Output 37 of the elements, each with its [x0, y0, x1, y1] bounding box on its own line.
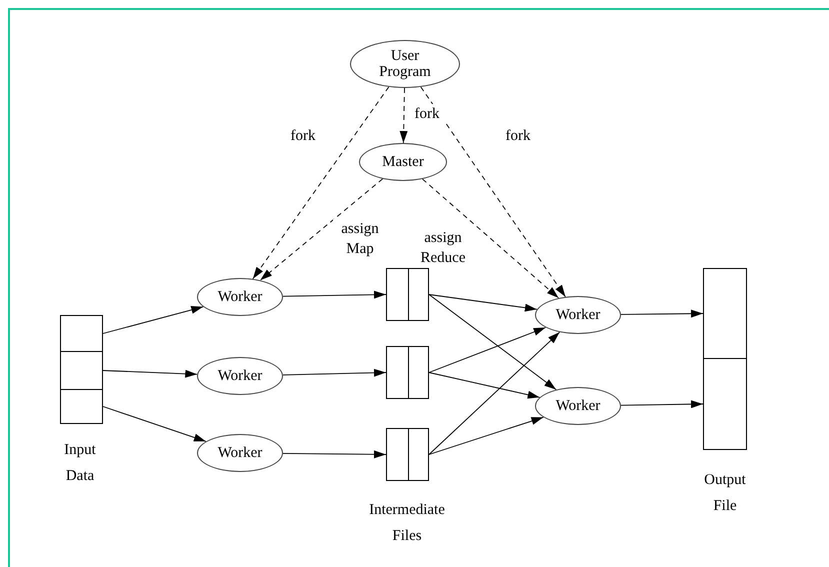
caption-text: Output File [703, 471, 747, 516]
worker-ellipse: Master [359, 143, 447, 181]
data-box [60, 315, 103, 352]
arrow [428, 327, 546, 373]
data-box [60, 389, 103, 424]
arrow [282, 450, 386, 458]
arrow [428, 294, 557, 390]
worker-ellipse: Worker [197, 434, 283, 472]
data-box [60, 351, 103, 390]
arrow [620, 400, 704, 408]
arrow [260, 178, 384, 281]
worker-ellipse: Worker [535, 387, 621, 425]
arrow [420, 86, 566, 298]
arrow [400, 88, 408, 144]
arrow [428, 332, 560, 455]
data-box [703, 358, 747, 450]
worker-ellipse: User Program [350, 40, 460, 88]
arrow [102, 306, 204, 334]
worker-ellipse: Worker [197, 278, 283, 316]
arrow [422, 178, 560, 298]
worker-ellipse: Worker [197, 357, 283, 395]
arrow [252, 86, 390, 280]
arrow [428, 372, 540, 399]
data-box [703, 268, 747, 359]
arrow [428, 416, 544, 455]
arrow [428, 294, 538, 312]
arrow [102, 370, 198, 378]
file-box [386, 346, 429, 399]
arrow [282, 368, 386, 377]
arrow [620, 310, 704, 318]
caption-text: Intermediate Files [368, 501, 446, 546]
arrow [102, 406, 206, 442]
file-box [386, 428, 429, 481]
file-box [386, 268, 429, 321]
caption-text: Input Data [63, 441, 97, 486]
worker-ellipse: Worker [535, 296, 621, 334]
arrow [282, 290, 386, 299]
